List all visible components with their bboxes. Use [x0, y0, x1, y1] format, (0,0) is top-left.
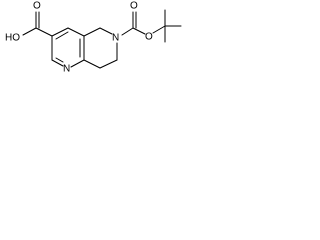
- bond: [51, 59, 64, 67]
- bond: [99, 27, 113, 35]
- bond-double-inner: [55, 31, 69, 40]
- atom-labels: HO O N N O O: [5, 1, 153, 75]
- bond: [35, 27, 53, 37]
- chemical-structure: HO O N N O O: [5, 1, 182, 75]
- bond: [132, 27, 146, 35]
- bond: [99, 59, 118, 69]
- bond: [70, 59, 85, 68]
- pyridine-ring: [51, 27, 85, 68]
- atom-label-hydroxyl: HO: [5, 33, 20, 44]
- bond: [51, 27, 69, 37]
- bond: [83, 59, 101, 69]
- piperidine-ring: [83, 27, 118, 69]
- carboxylic-acid-group: [22, 11, 53, 37]
- bond: [67, 27, 85, 37]
- bond: [22, 27, 37, 36]
- atom-label-ester-oxygen: O: [145, 32, 153, 43]
- atom-label-boc-carbonyl-oxygen: O: [130, 1, 138, 12]
- atom-label-ring-nitrogen: N: [63, 64, 70, 75]
- atom-label-piperidine-nitrogen: N: [112, 33, 119, 44]
- bond-double-inner: [55, 57, 64, 63]
- bond: [121, 27, 134, 36]
- bond: [152, 25, 166, 34]
- boc-group: [121, 9, 182, 43]
- bond: [83, 27, 101, 37]
- atom-label-acid-oxygen: O: [33, 1, 41, 12]
